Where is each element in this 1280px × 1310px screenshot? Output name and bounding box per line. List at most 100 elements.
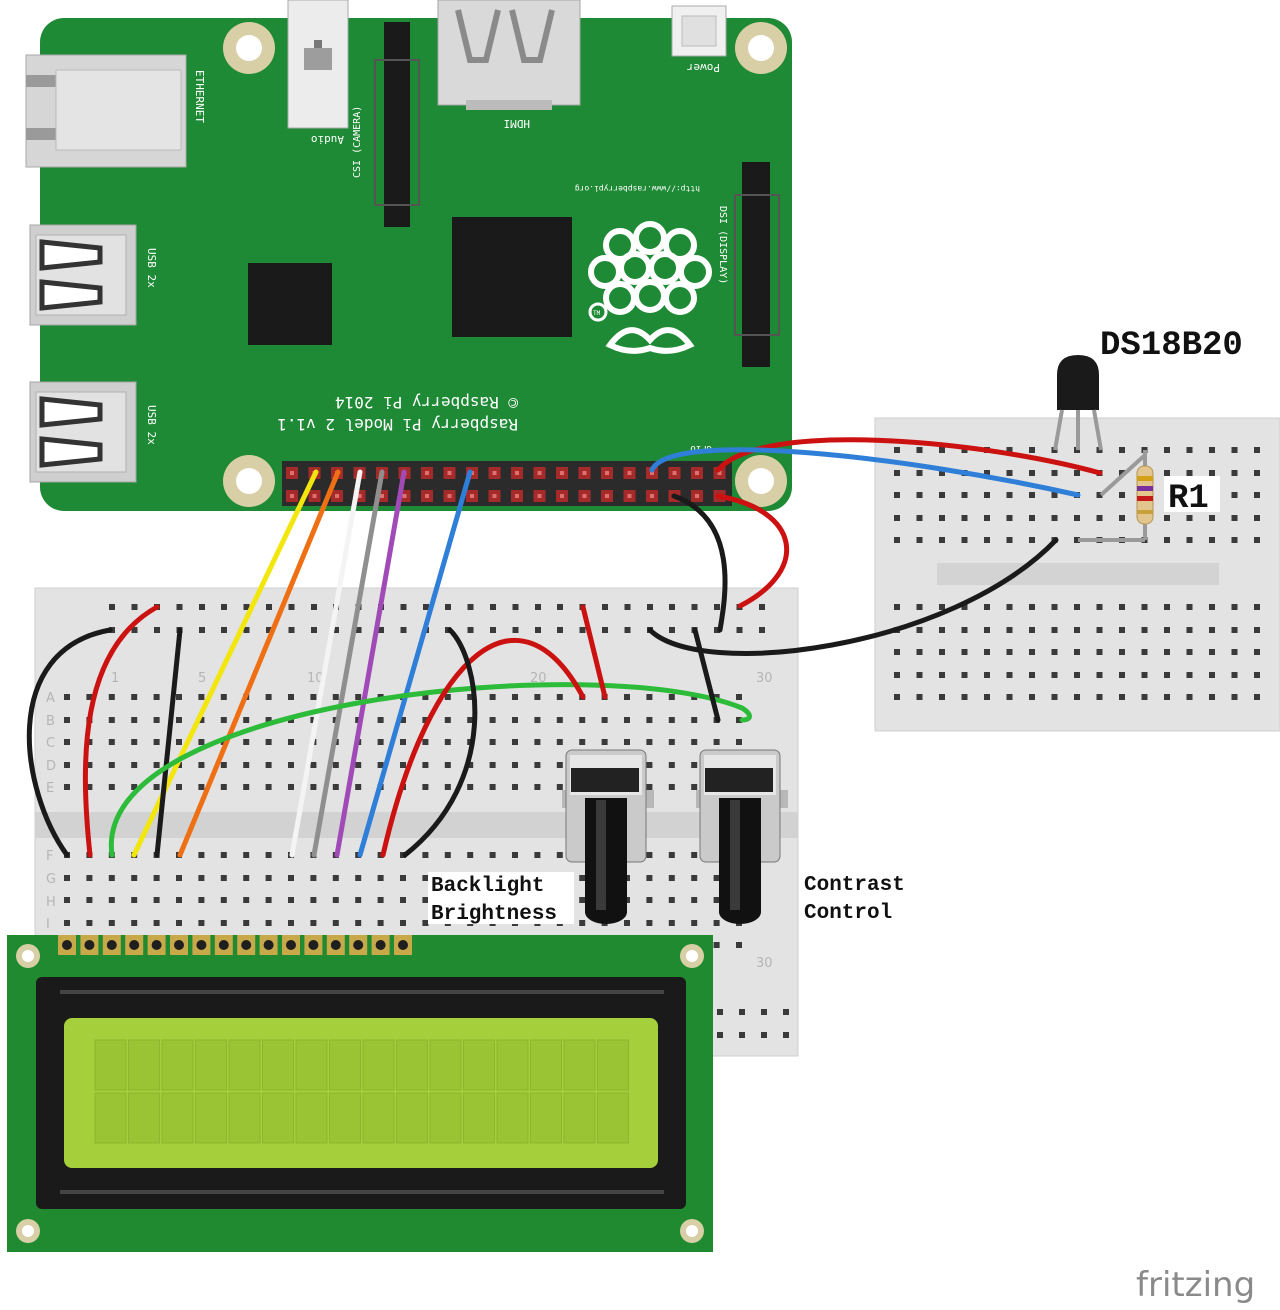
gpio-pin-center xyxy=(515,494,519,498)
breadboard-hole xyxy=(265,717,272,723)
breadboard-hole xyxy=(220,852,227,858)
breadboard-hole xyxy=(1186,604,1193,610)
breadboard-hole xyxy=(489,762,496,768)
breadboard-hole xyxy=(557,627,563,633)
breadboard-hole xyxy=(984,537,990,543)
breadboard-hole xyxy=(736,694,742,700)
breadboard-hole xyxy=(624,739,630,745)
breadboard-hole xyxy=(534,694,541,700)
breadboard-hole xyxy=(220,762,227,768)
breadboard-hole xyxy=(422,920,429,926)
breadboard-hole xyxy=(713,920,720,926)
lcd-character-cell xyxy=(563,1039,596,1091)
breadboard-hole xyxy=(1074,627,1080,633)
wire-black-pi-to-rail xyxy=(671,493,728,633)
lcd-character-cell xyxy=(496,1039,529,1091)
breadboard-hole xyxy=(355,897,362,903)
row-label-b: B xyxy=(46,714,55,729)
breadboard-hole xyxy=(556,739,563,745)
gpio-pin-center xyxy=(470,494,474,498)
backlight-label-line2: Brightness xyxy=(431,903,557,926)
breadboard-hole xyxy=(1096,627,1103,633)
breadboard-hole xyxy=(423,604,429,610)
breadboard-hole xyxy=(220,784,227,790)
breadboard-hole xyxy=(1231,515,1238,521)
breadboard-hole xyxy=(1141,627,1148,633)
lcd-character-cell xyxy=(396,1039,428,1091)
breadboard-hole xyxy=(1096,604,1103,610)
breadboard-hole xyxy=(512,784,518,790)
breadboard-hole xyxy=(198,739,205,745)
breadboard-hole xyxy=(310,875,317,881)
breadboard-hole xyxy=(377,897,384,903)
breadboard-row-labels: A B C D E F G H I xyxy=(46,691,56,932)
lcd-character-cell xyxy=(496,1092,529,1144)
breadboard-hole xyxy=(131,739,138,745)
lcd-pin-hole xyxy=(286,940,296,950)
lcd-pin-hole xyxy=(106,940,117,950)
breadboard-hole xyxy=(714,604,720,610)
breadboard-hole xyxy=(198,852,205,858)
breadboard-hole xyxy=(131,694,138,700)
usb-label-1: USB 2x xyxy=(145,248,158,288)
wire-red-rail-to-lcd-vdd xyxy=(82,604,160,858)
breadboard-hole xyxy=(534,852,541,858)
hdmi-label: HDMI xyxy=(504,117,531,130)
breadboard-hole xyxy=(332,897,339,903)
breadboard-hole xyxy=(1209,694,1215,700)
url-label: http://www.raspberrypi.org xyxy=(575,184,700,193)
lcd-character-cell xyxy=(262,1039,294,1091)
breadboard-hole xyxy=(579,875,586,881)
breadboard-hole xyxy=(713,739,720,745)
breadboard-hole xyxy=(64,717,70,723)
lcd-character-cell xyxy=(195,1039,227,1091)
wire-green-contrast xyxy=(109,682,752,858)
wire-purple xyxy=(334,469,407,858)
breadboard-hole xyxy=(1231,627,1238,633)
raspberry-pi-board: ETHERNET USB 2x USB 2x Audio CSI (CAMERA… xyxy=(25,0,792,511)
gpio-pin-center xyxy=(650,471,654,475)
breadboard-hole xyxy=(131,920,138,926)
breadboard-hole xyxy=(691,784,698,790)
wire-blue-pi-to-sensor xyxy=(649,447,1081,498)
breadboard-hole xyxy=(377,762,384,768)
breadboard-hole xyxy=(1186,694,1193,700)
ds18b20-sensor xyxy=(1053,355,1103,451)
breadboard-hole xyxy=(333,627,339,633)
breadboard-hole xyxy=(198,717,205,723)
breadboard-hole xyxy=(467,852,474,858)
audio-label: Audio xyxy=(311,133,344,146)
lcd-character-cell xyxy=(463,1039,495,1091)
col-label-5: 5 xyxy=(198,671,206,686)
hdmi-port xyxy=(437,0,581,110)
breadboard-hole xyxy=(1254,649,1260,655)
breadboard-hole xyxy=(512,627,519,633)
breadboard-hole xyxy=(739,1032,745,1038)
breadboard-hole xyxy=(1006,649,1013,655)
breadboard-hole xyxy=(422,717,429,723)
breadboard-hole xyxy=(422,739,429,745)
breadboard-hole xyxy=(984,694,990,700)
wire-red-backlight xyxy=(380,637,586,858)
breadboard-hole xyxy=(288,784,294,790)
breadboard-hole xyxy=(1119,604,1125,610)
breadboard-hole xyxy=(1006,694,1013,700)
usb-port-2 xyxy=(29,381,137,483)
wire-black-lcd-rw xyxy=(154,627,183,858)
gpio-pin-center xyxy=(447,494,452,498)
breadboard-hole xyxy=(668,717,675,723)
breadboard-hole xyxy=(355,627,362,633)
breadboard-hole xyxy=(1209,515,1215,521)
breadboard-hole xyxy=(1164,515,1170,521)
breadboard-hole xyxy=(243,852,250,858)
breadboard-hole xyxy=(198,762,205,768)
breadboard-hole xyxy=(1029,537,1035,543)
gpio-pin-center xyxy=(695,471,699,475)
breadboard-hole xyxy=(64,739,70,745)
breadboard-hole xyxy=(717,1009,723,1015)
gpio-label: GPIO xyxy=(690,443,712,453)
row-label-g: G xyxy=(46,872,56,887)
breadboard-hole xyxy=(288,762,294,768)
breadboard-hole xyxy=(916,627,923,633)
breadboard-hole xyxy=(153,694,160,700)
